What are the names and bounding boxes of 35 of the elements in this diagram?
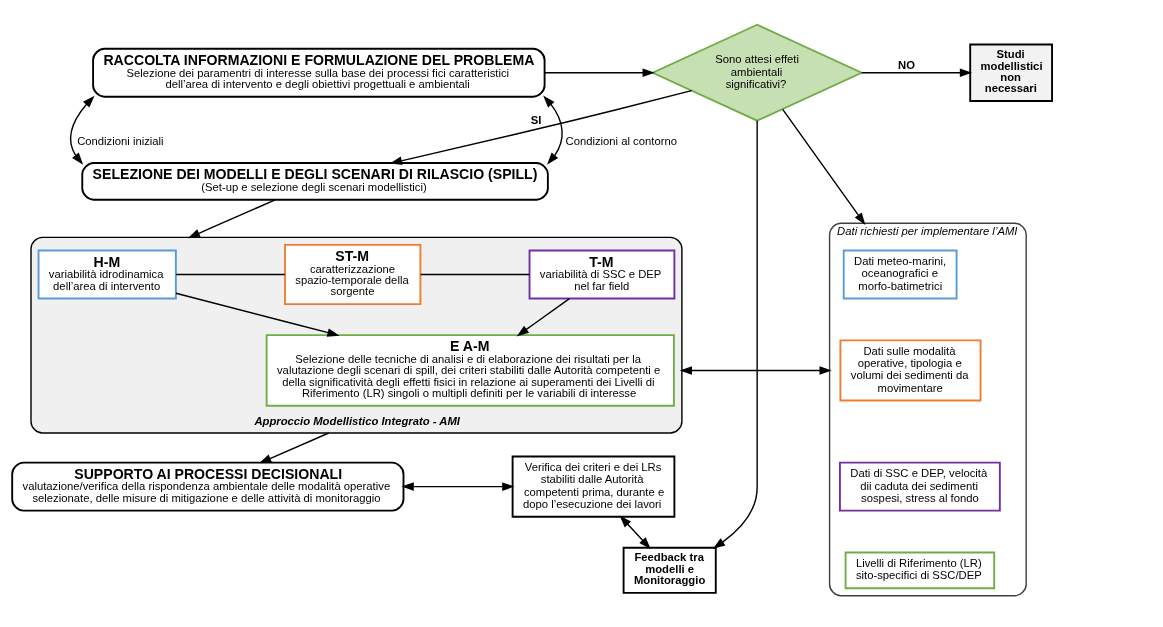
arrow	[543, 95, 563, 165]
node-box: Livelli di Riferimento (LR) sito-specifici di SSC/DEP	[844, 551, 996, 589]
connector	[175, 273, 286, 275]
node-box: H-M variabilità idrodinamica dell’area di intervento	[37, 249, 177, 299]
node-diamond: Sono attesi effeti ambientali significativi?	[650, 23, 864, 122]
arrow	[175, 292, 340, 337]
edge-label: NO	[898, 58, 915, 71]
arrow	[712, 119, 758, 549]
arrow	[69, 95, 95, 165]
node-box: E A-M Selezione delle tecniche di analisi e di elaborazione dei risultati per la valutazione degli scenari di spill, dei criteri stabiliti dalle Autorità competenti e della significatività degli effetti fisici in relazione ai superamenti dei Livelli di Riferimento (LR) singoli o multipli definiti per le variabili di interesse	[265, 333, 675, 407]
node-box: Dati sulle modalità operative, tipologia e volumi dei sedimenti da movimentare	[839, 338, 982, 401]
node-box: ST-M caratterizzazione spazio-temporale della sorgente	[284, 243, 422, 305]
edge-label: Condizioni iniziali	[77, 134, 164, 147]
arrow	[619, 515, 651, 549]
node-box: SELEZIONE DEI MODELLI E DEGLI SCENARI DI RILASCIO (SPILL) (Set-up e selezione degli scenari modellistici)	[81, 161, 549, 201]
node-box: T-M variabilità di SSC e DEP nel far field	[528, 249, 676, 299]
node-box: RACCOLTA INFORMAZIONI E FORMULAZIONE DEL PROBLEMA Selezione dei paramentri di interesse sulla base dei processi fici caratteristici dell’area di intervento e degli obiettivi progettuali e ambientali	[92, 47, 546, 98]
arrow	[516, 297, 571, 336]
arrow	[782, 108, 866, 225]
arrow	[679, 365, 832, 375]
arrow	[544, 67, 655, 77]
arrow	[187, 198, 276, 238]
node-box: Studi modellistici non necessari	[969, 43, 1053, 102]
node-box: Dati di SSC e DEP, velocità dii caduta dei sedimenti sospesi, stress al fondo	[839, 461, 1001, 512]
arrow	[389, 89, 693, 165]
edge-label: SI	[530, 113, 542, 126]
node-box: Verifica dei criteri e dei LRs stabiliti dalle Autorità competenti prima, durante e dopo l’esecuzione dei lavori	[511, 455, 676, 518]
edge-label: Condizioni al contorno	[565, 134, 677, 147]
node-box: Feedback tra modelli e Monitoraggio	[622, 546, 717, 594]
arrow	[401, 481, 515, 491]
node-box: SUPPORTO AI PROCESSI DECISIONALI valutazione/verifica della rispondenza ambientale delle modalità operative selezionate, delle misure di mitigazione e delle attività di monitoraggio	[11, 461, 405, 512]
connector	[419, 273, 531, 275]
arrow	[259, 431, 330, 463]
node-box: Dati meteo-marini, oceanografici e morfo-batimetrici	[842, 249, 958, 299]
arrow	[860, 67, 973, 77]
